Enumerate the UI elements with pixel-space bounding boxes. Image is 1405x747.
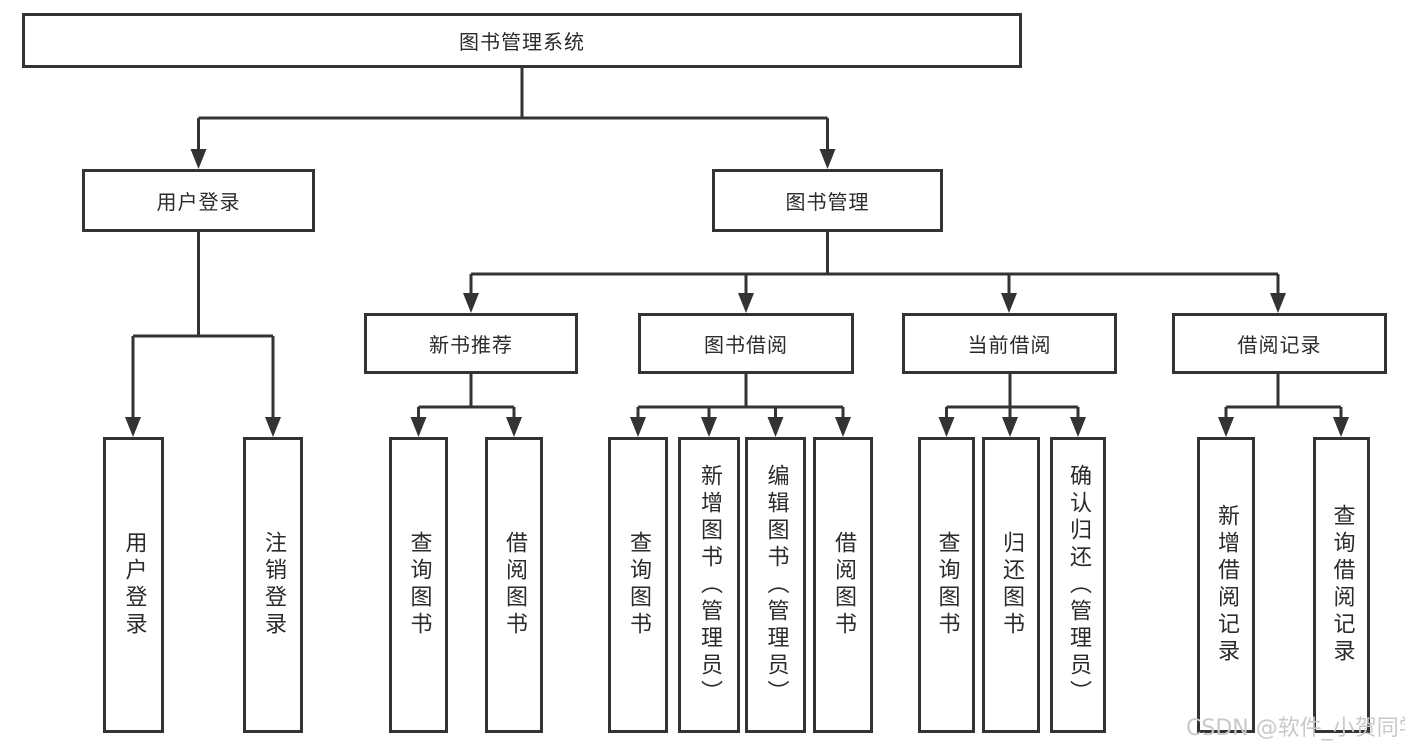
leaf-add-books-admin: 新增图书（管理员） [678,437,740,733]
arrowhead-icon [1218,417,1234,437]
node-new-book-recommendation: 新书推荐 [364,313,578,374]
arrowhead-icon [938,417,955,437]
leaf-label: 新增借阅记录 [1214,504,1239,666]
node-user-login: 用户登录 [82,169,315,232]
leaf-label: 确认归还（管理员） [1066,463,1091,707]
node-current-borrowing: 当前借阅 [902,313,1117,374]
node-book-borrowing: 图书借阅 [638,313,854,374]
leaf-query-books: 查询图书 [389,437,448,733]
leaf-label: 归还图书 [999,531,1024,639]
leaf-borrow-books: 借阅图书 [485,437,543,733]
arrowhead-icon [835,417,851,437]
arrowhead-icon [630,417,646,437]
arrowhead-icon [190,149,207,169]
arrowhead-icon [1001,293,1017,313]
arrowhead-icon [1070,417,1086,437]
arrowhead-icon [767,417,784,437]
leaf-label: 编辑图书（管理员） [763,463,789,707]
leaf-label: 新增图书（管理员） [697,463,722,707]
leaf-label: 借阅图书 [831,531,856,639]
node-borrowing-records: 借阅记录 [1172,313,1387,374]
arrowhead-icon [506,417,522,437]
leaf-label: 查询借阅记录 [1329,504,1355,666]
leaf-label: 查询图书 [626,531,651,639]
leaf-label: 用户登录 [121,531,147,639]
leaf-query-books: 查询图书 [608,437,668,733]
leaf-borrow-books: 借阅图书 [813,437,873,733]
arrowhead-icon [125,417,141,437]
node-book-management: 图书管理 [712,169,943,232]
arrowhead-icon [410,417,427,437]
leaf-return-books: 归还图书 [982,437,1040,733]
arrowhead-icon [819,149,836,169]
node-library-management-system: 图书管理系统 [22,13,1022,68]
arrowhead-icon [1333,417,1349,437]
leaf-label: 查询图书 [406,531,432,639]
arrowhead-icon [265,417,281,437]
arrowhead-icon [1270,293,1286,313]
arrowhead-icon [1002,417,1018,437]
leaf-edit-books-admin: 编辑图书（管理员） [745,437,806,733]
leaf-label: 注销登录 [261,531,286,639]
leaf-user-login: 用户登录 [103,437,164,733]
leaf-label: 借阅图书 [502,531,527,639]
leaf-query-borrow-record: 查询借阅记录 [1313,437,1370,733]
arrowhead-icon [463,293,479,313]
leaf-logout: 注销登录 [243,437,303,733]
arrowhead-icon [738,293,754,313]
leaf-label: 查询图书 [934,531,960,639]
csdn-watermark: CSDN @软件_小贺同学 [1186,716,1405,741]
leaf-confirm-return-admin: 确认归还（管理员） [1050,437,1106,733]
leaf-query-books: 查询图书 [918,437,975,733]
leaf-add-borrow-record: 新增借阅记录 [1197,437,1255,733]
arrowhead-icon [701,417,717,437]
